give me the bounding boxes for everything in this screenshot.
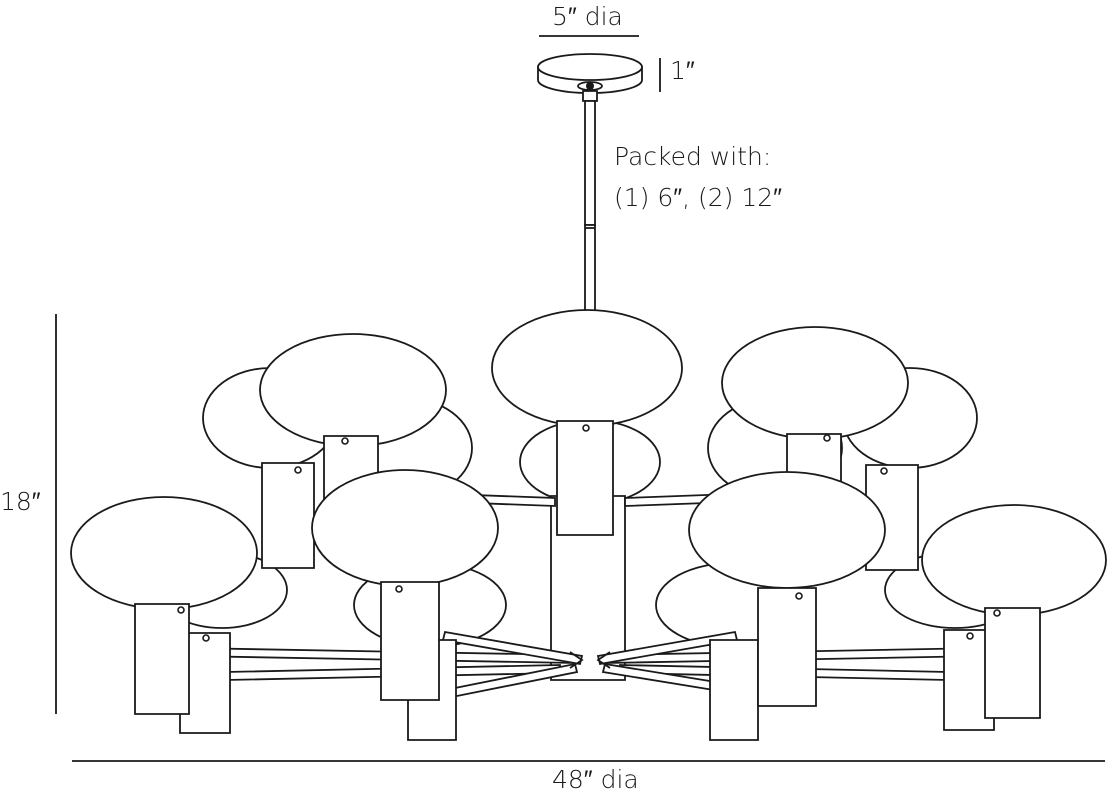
globe-shade	[689, 472, 885, 588]
overall-diameter-label: 48″ dia	[552, 765, 639, 794]
cylinder-sleeve	[710, 640, 758, 740]
cylinder-sleeve	[985, 608, 1040, 718]
globe-shade	[922, 505, 1106, 615]
packed-with-rods-label: (1) 6″, (2) 12″	[614, 183, 783, 212]
cylinder-sleeve	[135, 604, 189, 714]
mounting-holes	[178, 425, 1000, 641]
canopy-height-label: 1″	[670, 56, 695, 85]
cylinder-sleeve	[557, 421, 613, 535]
cylinder-sleeve	[262, 463, 314, 568]
packed-with-label: Packed with:	[614, 142, 772, 171]
lower-tier-front-cylinders	[135, 582, 1040, 718]
globe-shade	[71, 497, 257, 609]
overall-height-label: 18″	[0, 487, 41, 516]
stem	[583, 91, 597, 315]
dimension-lines	[56, 36, 1105, 761]
globe-shade	[312, 470, 498, 586]
cylinder-sleeve	[381, 582, 439, 700]
canopy-diameter-label: 5″ dia	[552, 2, 623, 31]
lower-tier-globes	[71, 470, 1106, 615]
cylinder-sleeve	[758, 588, 816, 706]
canopy	[538, 54, 642, 93]
globe-shade	[492, 310, 682, 426]
globe-shade	[260, 334, 446, 446]
globe-shade	[722, 327, 908, 439]
